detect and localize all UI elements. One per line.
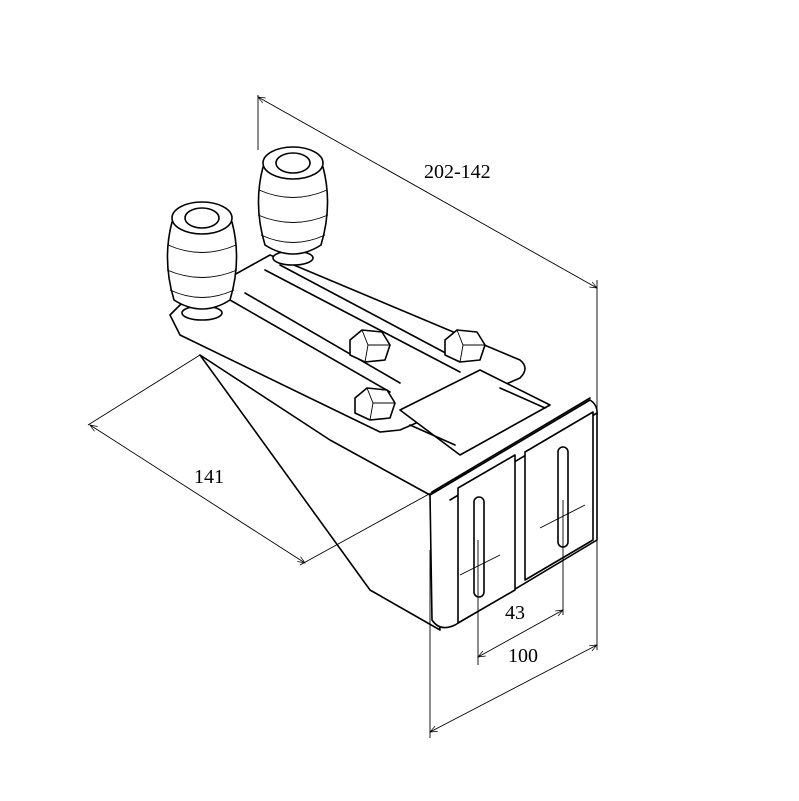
dimension-lines — [87, 95, 597, 738]
dimension-overall-length: 202-142 — [424, 161, 491, 183]
slot-left — [473, 496, 485, 598]
dimension-plate-width: 141 — [194, 466, 224, 488]
bolts — [349, 329, 486, 421]
side-plate-right — [524, 411, 594, 581]
bolt-1 — [349, 329, 391, 363]
roller-right — [257, 146, 329, 266]
bracket-body — [199, 354, 598, 631]
top-plate — [169, 254, 551, 456]
side-plate-left — [457, 454, 516, 624]
dimension-slot-spacing: 43 — [505, 602, 525, 624]
roller-left — [166, 201, 238, 321]
dimension-bracket-width: 100 — [508, 645, 538, 667]
bolt-3 — [354, 387, 396, 421]
bolt-2 — [444, 329, 486, 363]
